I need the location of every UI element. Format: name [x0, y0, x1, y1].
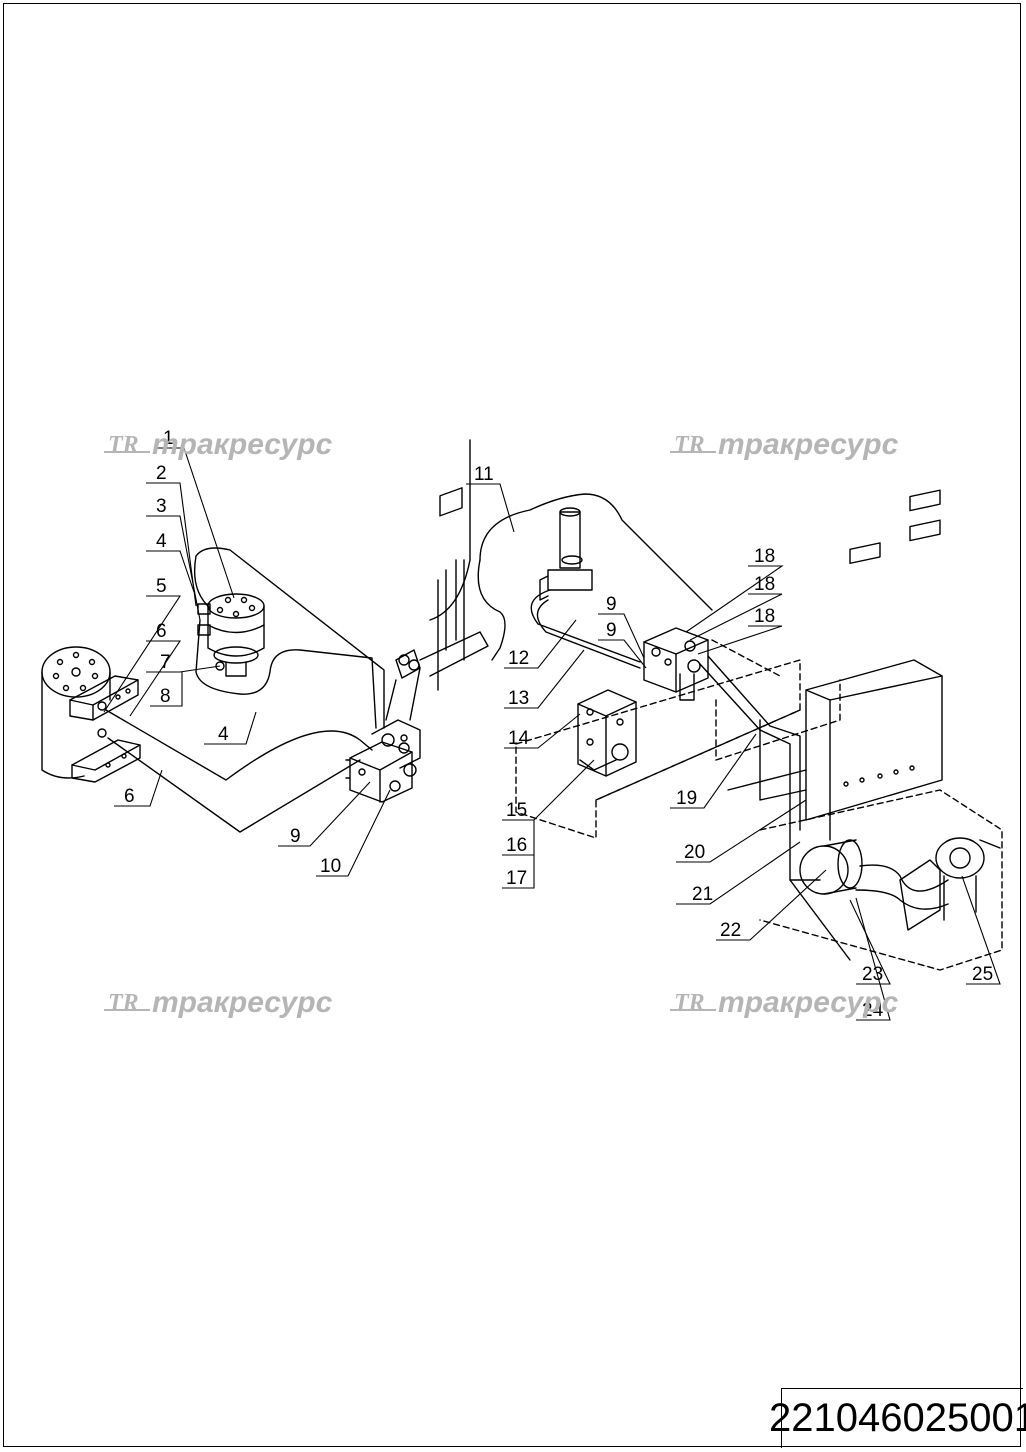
valve-block: [577, 689, 637, 777]
watermark-logo: TR: [108, 990, 139, 1016]
watermark-text: тракресурс: [152, 986, 333, 1019]
callout-18c: 18: [754, 606, 775, 627]
callout-14: 14: [508, 728, 530, 749]
callout-6b: 6: [124, 786, 135, 807]
callout-13: 13: [508, 688, 529, 709]
drawing-frame: [3, 3, 1021, 1447]
callout-4: 4: [156, 531, 167, 552]
left-hoses: [105, 547, 385, 833]
callout-15: 15: [506, 800, 527, 821]
callout-21: 21: [692, 884, 713, 905]
callout-6: 6: [156, 621, 167, 642]
callout-17: 17: [506, 868, 527, 889]
callout-10: 10: [320, 856, 341, 877]
callout-7: 7: [160, 652, 171, 673]
callout-18a: 18: [754, 546, 775, 567]
callout-19: 19: [676, 788, 697, 809]
callout-4b: 4: [218, 724, 229, 745]
right-pipes: [699, 655, 851, 961]
callout-labels: 1 2 3 4 5 6 7 8 4 6 9 10 11 12 13 14 15 …: [124, 428, 993, 1021]
callout-22: 22: [720, 920, 741, 941]
watermark-top-left: TR тракресурс: [104, 428, 333, 461]
leader-lines: [103, 447, 1001, 1021]
watermark-text: тракресурс: [152, 428, 333, 461]
callout-20: 20: [684, 842, 705, 863]
callout-24: 24: [862, 1000, 884, 1021]
filter-tee: [539, 507, 593, 601]
callout-1: 1: [163, 428, 174, 449]
callout-11: 11: [474, 464, 494, 485]
watermark-bottom-right: TR тракресурс: [670, 986, 899, 1019]
watermark-logo: TR: [674, 432, 705, 458]
centre-hoses: [477, 493, 713, 669]
callout-8: 8: [160, 686, 171, 707]
watermark-logo: TR: [674, 990, 705, 1016]
control-valve-left: [345, 719, 421, 803]
callout-9b: 9: [606, 594, 617, 615]
callout-5: 5: [156, 576, 167, 597]
document-number: 221046025001: [769, 1388, 1026, 1448]
pump-assembly: [759, 789, 1003, 971]
callout-16: 16: [506, 835, 527, 856]
hydraulic-tank: [41, 646, 141, 783]
callout-9: 9: [290, 826, 301, 847]
watermark-text: тракресурс: [718, 428, 899, 461]
watermark-logo: TR: [108, 432, 139, 458]
watermark-bottom-left: TR тракресурс: [104, 986, 333, 1019]
callout-3: 3: [156, 496, 167, 517]
callout-12: 12: [508, 648, 529, 669]
watermark-text: тракресурс: [718, 986, 899, 1019]
callout-2: 2: [156, 463, 167, 484]
watermarks: TR тракресурс TR тракресурс TR тракресур…: [104, 428, 899, 1019]
centre-column: [385, 439, 489, 721]
callout-23: 23: [862, 964, 883, 985]
watermark-top-right: TR тракресурс: [670, 428, 899, 461]
callout-18b: 18: [754, 574, 775, 595]
callout-25: 25: [972, 964, 993, 985]
control-valve-right: [643, 627, 709, 701]
callout-9c: 9: [606, 620, 617, 641]
